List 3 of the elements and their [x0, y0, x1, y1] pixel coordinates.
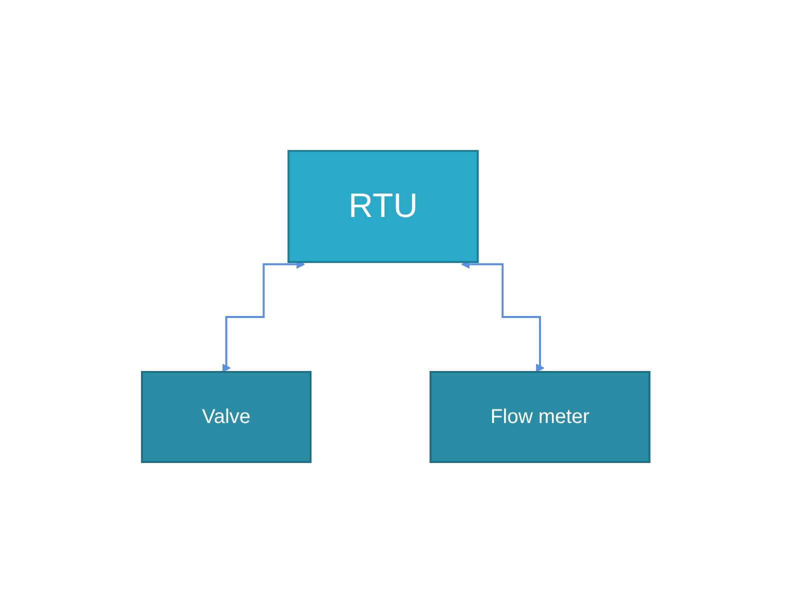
- node-box: RTU: [288, 150, 480, 262]
- node-box: Flow meter: [430, 370, 651, 462]
- node-box: Valve: [141, 370, 312, 462]
